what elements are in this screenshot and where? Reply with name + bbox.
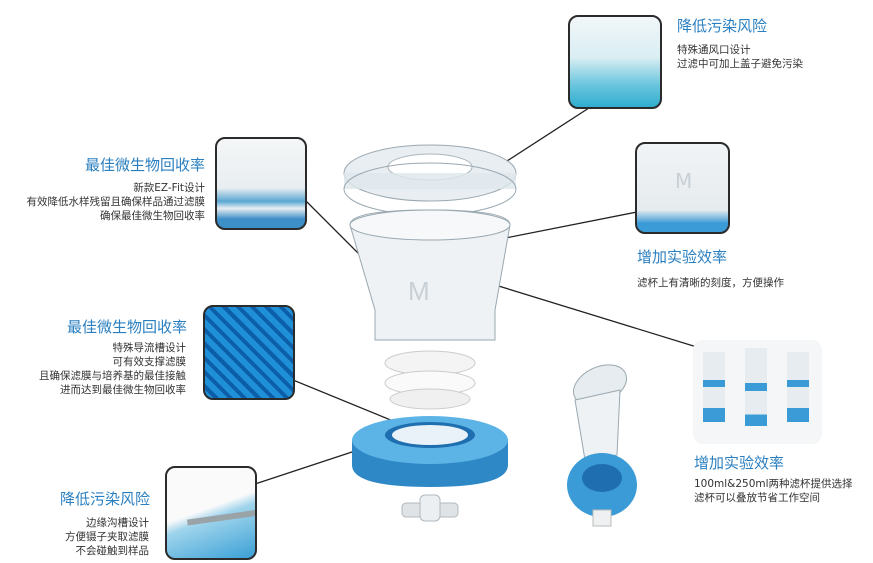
callout-line: 且确保滤膜与培养基的最佳接触: [39, 370, 186, 382]
filter-funnel-exploded-view: M: [343, 144, 517, 522]
callout-line: 特殊通风口设计: [677, 44, 751, 56]
callout-line: 进而达到最佳微生物回收率: [60, 384, 186, 396]
callout-line: 确保最佳微生物回收率: [100, 210, 205, 222]
callout-title: 最佳微生物回收率: [66, 318, 187, 336]
callout-line: 边缘沟槽设计: [86, 517, 149, 529]
callout-line: 方便镊子夹取滤膜: [65, 531, 149, 543]
callout-line: 新款EZ-Fit设计: [133, 182, 205, 194]
graduated-cup-closeup-image: M: [635, 142, 730, 234]
callout-line: 滤杯可以叠放节省工作空间: [694, 492, 820, 504]
funnel-cup: M: [349, 209, 511, 341]
brand-logo: M: [408, 276, 430, 306]
callout-title: 增加实验效率: [694, 454, 785, 472]
filter-membranes: [384, 350, 476, 410]
callout-title: 最佳微生物回收率: [84, 156, 205, 174]
callout-line: 100ml&250ml两种滤杯提供选择: [694, 478, 853, 490]
callout-title: 降低污染风险: [59, 490, 150, 508]
brand-logo: M: [675, 169, 693, 193]
callout-line: 过滤中可加上盖子避免污染: [677, 58, 803, 70]
callout-title: 降低污染风险: [677, 17, 768, 35]
forceps-icon: [186, 508, 255, 526]
connector: [401, 494, 459, 522]
callout-line: 可有效支撑滤膜: [112, 356, 187, 368]
callout-line: 滤杯上有清晰的刻度，方便操作: [637, 277, 784, 289]
callout-line: 有效降低水样残留且确保样品通过滤膜: [26, 196, 206, 208]
ez-fit-closeup-image: [215, 137, 307, 230]
callout-title: 增加实验效率: [637, 248, 728, 266]
lid: [343, 144, 517, 216]
callout-line: 不会碰触到样品: [75, 545, 150, 557]
flow-channel-closeup-image: [203, 305, 295, 400]
forceps-groove-closeup-image: [165, 466, 257, 560]
callout-line: 特殊导流槽设计: [112, 342, 187, 354]
blue-base: [352, 416, 508, 487]
stacked-assembly-image: [567, 364, 637, 527]
leader-line: [254, 449, 359, 485]
vent-closeup-image: [568, 15, 662, 109]
stacked-cups-image: [693, 340, 822, 444]
